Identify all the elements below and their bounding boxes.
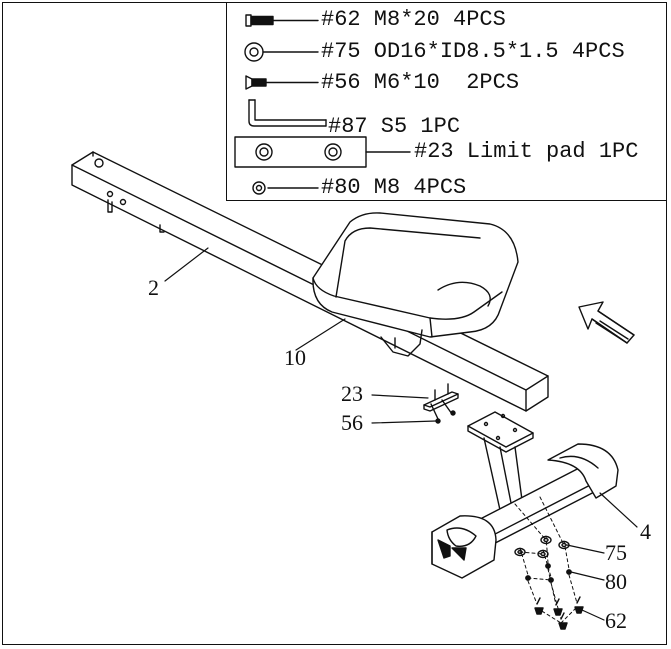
washer-icon (244, 42, 319, 62)
rear-stabilizer (431, 411, 619, 579)
callout-washer: 75 (605, 540, 627, 565)
legend-row-limit-pad: #23 Limit pad 1PC (414, 139, 639, 164)
leader-lines (164, 247, 638, 621)
callout-seat: 10 (284, 345, 306, 370)
allen-key-icon (248, 99, 327, 127)
legend-row-bolt: #62 M8*20 4PCS (321, 7, 506, 32)
limit-pad-icon (234, 136, 411, 168)
assembly-guide-lines (514, 496, 578, 624)
bolt-icon (245, 14, 319, 27)
legend-row-screw: #56 M6*10 2PCS (321, 70, 520, 95)
callout-spring-washer: 80 (605, 569, 627, 594)
callout-rail: 2 (148, 275, 159, 300)
callout-screw-m6: 56 (341, 410, 363, 435)
seat (312, 212, 519, 357)
legend-row-washer: #75 OD16*ID8.5*1.5 4PCS (321, 39, 625, 64)
limit-pad-part (423, 383, 459, 424)
direction-arrow-icon (578, 301, 635, 344)
legend-row-allen-key: #87 S5 1PC (328, 114, 461, 139)
callout-limit-pad: 23 (341, 381, 363, 406)
parts-legend (226, 3, 666, 201)
callout-bolt-m8: 62 (605, 608, 627, 633)
spring-washer-icon (252, 181, 319, 195)
callout-rear-stabilizer: 4 (640, 519, 651, 544)
screw-icon (245, 75, 319, 90)
legend-row-spring-washer: #80 M8 4PCS (321, 175, 467, 200)
